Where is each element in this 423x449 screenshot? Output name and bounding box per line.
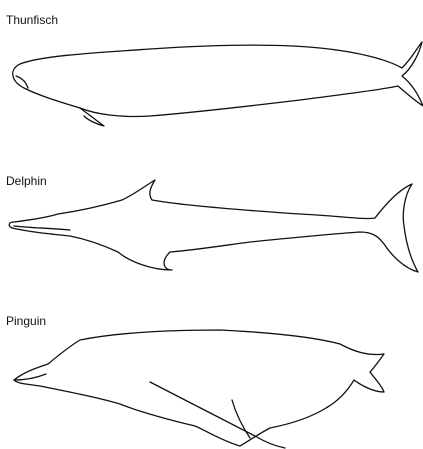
tuna-outline-icon (13, 42, 423, 126)
penguin-body-outline (14, 330, 384, 446)
tuna-body-outline (13, 42, 423, 117)
dolphin-outline-icon (9, 180, 418, 272)
penguin-flipper (150, 382, 285, 448)
penguin-outline-icon (14, 330, 384, 448)
dolphin-body-outline (9, 180, 418, 272)
tuna-pectoral-fin (80, 108, 104, 126)
